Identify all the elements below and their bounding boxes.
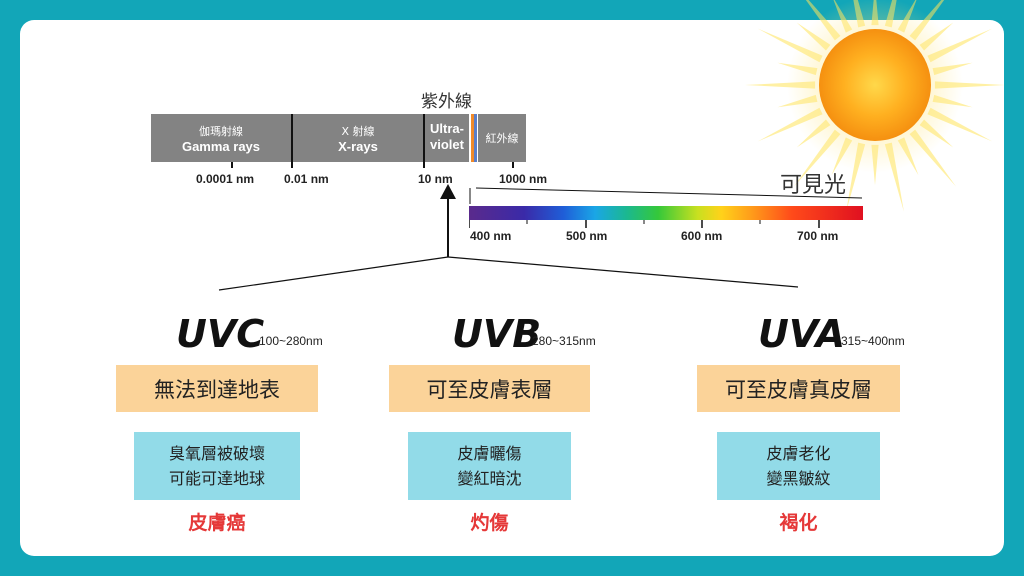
uvc-range: 100~280nm [259,334,323,348]
gamma-en-label: Gamma rays [181,139,261,154]
uva-effect-1: 皮膚老化 [766,444,831,463]
tick-1-label: 0.01 nm [284,172,329,186]
uva-effects-box: 皮膚老化 變黑皺紋 [717,432,880,500]
uvb-reach-box: 可至皮膚表層 [389,365,590,412]
uvb-effects-box: 皮膚曬傷 變紅暗沈 [408,432,571,500]
uv-stripe [471,114,474,162]
visible-tick-0-label: 400 nm [470,229,512,243]
uvc-effect-1: 臭氧層被破壞 [168,444,265,463]
xray-zh-label: X 射線 [341,125,375,138]
uv-en-label-1: Ultra- [430,121,464,136]
uvb-range: 280~315nm [532,334,596,348]
tick-3-label: 1000 nm [499,172,548,186]
uvc-heading: UVC [176,312,265,356]
uva-heading: UVA [758,312,846,356]
uvb-harm: 灼傷 [470,512,509,534]
gamma-segment: 伽瑪射線 Gamma rays [151,114,291,162]
ir-segment: 紅外線 [478,114,526,162]
uv-en-label-2: violet [430,137,464,152]
ir-stripe [474,114,477,162]
xray-segment: X 射線 X-rays [293,114,423,162]
uva-range: 315~400nm [841,334,905,348]
uv-title: 紫外線 [421,92,472,112]
uvb-effect-1: 皮膚曬傷 [457,444,522,463]
uva-reach-box: 可至皮膚真皮層 [697,365,900,412]
visible-tick-3-label: 700 nm [797,229,839,243]
visible-tick-1-label: 500 nm [566,229,608,243]
uvb-heading: UVB [452,312,542,356]
visible-light-title: 可見光 [780,173,847,198]
uv-segment: Ultra- violet [425,114,469,162]
sun-icon [745,0,1005,212]
visible-spectrum-bar [469,206,863,228]
uvc-harm: 皮膚癌 [188,512,246,534]
ir-zh-label: 紅外線 [485,132,519,145]
uvc-effect-2: 可能可達地球 [168,469,265,488]
xray-en-label: X-rays [338,139,378,154]
visible-tick-2-label: 600 nm [681,229,723,243]
tick-0-label: 0.0001 nm [196,172,255,186]
uvc-reach-box: 無法到達地表 [116,365,318,412]
gamma-zh-label: 伽瑪射線 [199,125,243,138]
tick-2-label: 10 nm [418,172,453,186]
uva-effect-2: 變黑皺紋 [766,469,831,488]
uvb-effect-2: 變紅暗沈 [457,469,522,488]
uvc-effects-box: 臭氧層被破壞 可能可達地球 [134,432,300,500]
uva-harm: 褐化 [779,512,818,534]
